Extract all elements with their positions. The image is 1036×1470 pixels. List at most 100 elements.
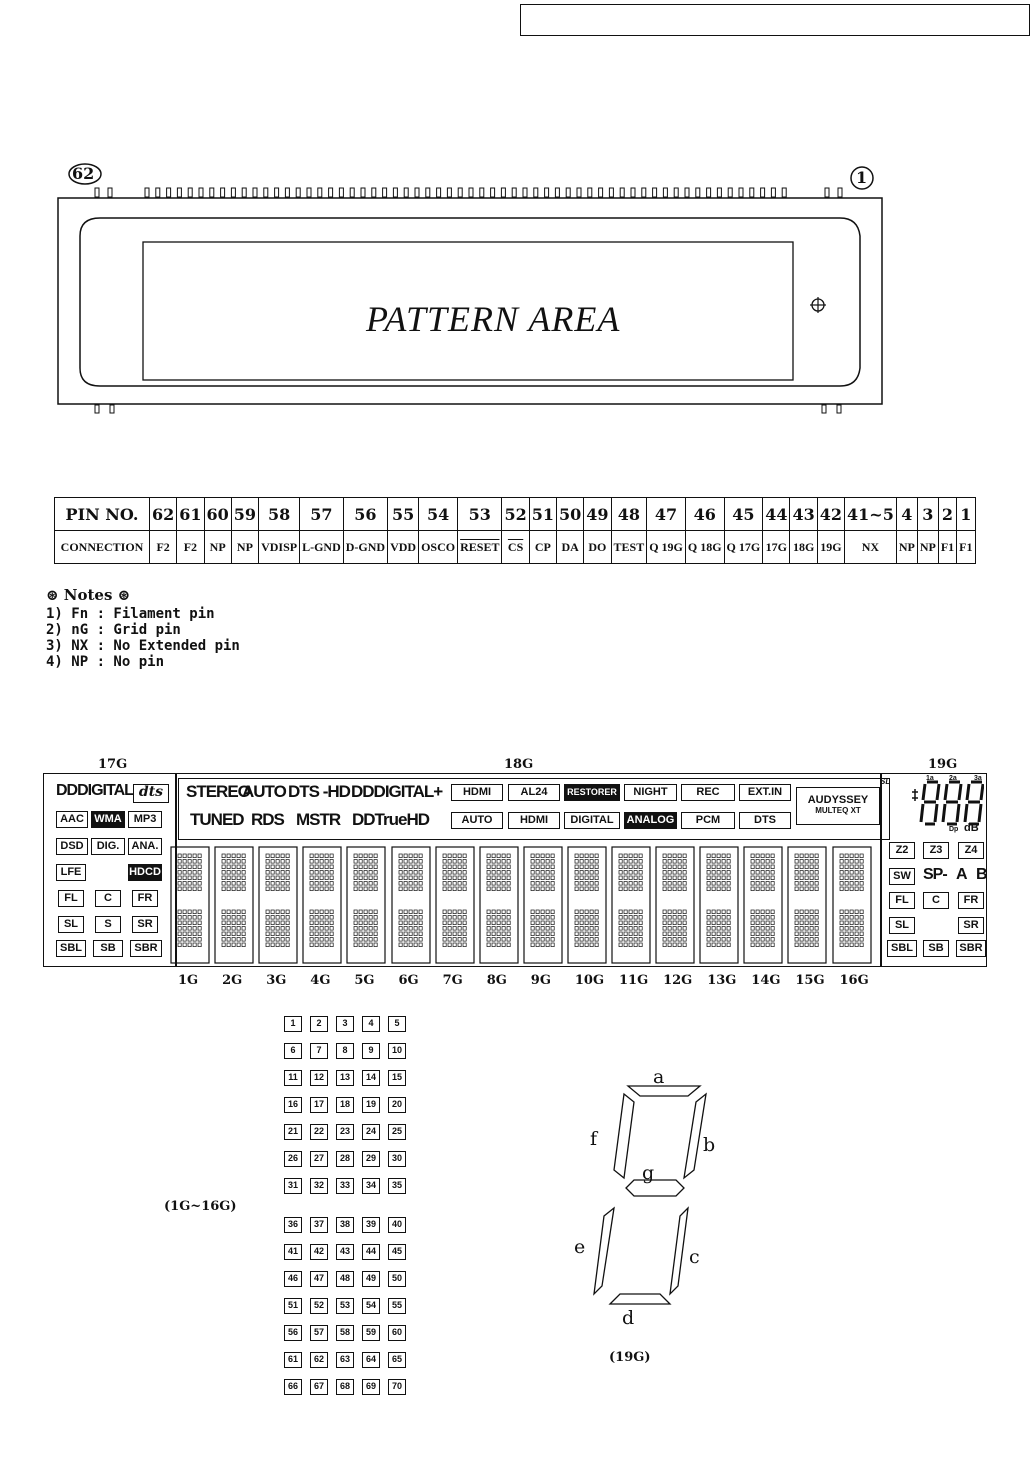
mstr-indicator: MSTR <box>296 810 341 829</box>
ext-in-indicator: EXT.IN <box>739 784 791 801</box>
dot-matrix-grid <box>831 846 872 964</box>
pin-number-cell: 59 <box>230 497 260 531</box>
digital-input-indicator: DIGITAL <box>564 812 620 829</box>
grid-legend-cell: 29 <box>362 1151 380 1167</box>
pin <box>706 187 712 198</box>
pin-connection-cell: D-GND <box>342 530 389 564</box>
dp-label: Dp <box>949 826 959 833</box>
mp3-indicator: MP3 <box>128 811 162 828</box>
segment-g <box>625 1179 685 1197</box>
segment-g-label: g <box>642 1162 655 1184</box>
grid-legend-cell: 63 <box>336 1352 354 1368</box>
grid-label-5g: 5G <box>354 973 375 988</box>
digit-1a-label: 1a <box>926 775 934 782</box>
segment-b-label: b <box>703 1134 716 1156</box>
multeq-label: MULTEQ XT <box>815 806 861 815</box>
dig-indicator: DIG. <box>91 838 125 855</box>
pin-number-cell: 43 <box>789 497 818 531</box>
pin <box>738 187 744 198</box>
hdcd-indicator: HDCD <box>128 864 162 881</box>
grid-legend-cell: 25 <box>388 1124 406 1140</box>
grid-legend-cell: 52 <box>310 1298 328 1314</box>
grid-label-13g: 13G <box>707 973 737 988</box>
pin-number-cell: 2 <box>937 497 958 531</box>
grid-label-8g: 8G <box>486 973 507 988</box>
night-indicator: NIGHT <box>624 784 677 801</box>
pin <box>392 187 398 198</box>
grid-label-10g: 10G <box>574 973 605 988</box>
pin-connection-cell: NP <box>203 530 232 564</box>
dot-matrix-grid <box>258 846 298 964</box>
pin-connection-cell: F1 <box>956 530 976 564</box>
sbr-indicator: SBR <box>130 940 162 957</box>
dot-matrix-grid <box>170 846 210 964</box>
grid-legend-cell: 38 <box>336 1217 354 1233</box>
pin-number-cell: 44 <box>762 497 791 531</box>
pin <box>490 187 496 198</box>
sl-indicator: SL <box>58 916 84 933</box>
notes: ⊛ Notes ⊛ 1) Fn : Filament pin 2) nG : G… <box>46 587 240 670</box>
grid-legend-cell: 40 <box>388 1217 406 1233</box>
grid-legend-cell: 8 <box>336 1043 354 1059</box>
pin <box>317 187 323 198</box>
pin <box>230 187 236 198</box>
grid-legend-cell: 65 <box>388 1352 406 1368</box>
segment-a <box>626 1085 702 1097</box>
pin-number-cell: 51 <box>528 497 557 531</box>
pin <box>522 187 528 198</box>
dolby-truehd-indicator: DDTrueHD <box>352 810 430 829</box>
dolby-digital-indicator: DDDIGITAL <box>56 782 134 799</box>
segment-c <box>669 1206 689 1296</box>
fl-indicator: FL <box>58 890 84 907</box>
sl-19g-indicator: SL <box>889 917 915 934</box>
restorer-indicator: RESTORER <box>564 784 620 801</box>
grid-legend-cell: 48 <box>336 1271 354 1287</box>
grid-legend-cell: 26 <box>284 1151 302 1167</box>
sl-mark: SL <box>880 777 891 786</box>
pin <box>295 187 301 198</box>
pin <box>598 187 604 198</box>
grid-label-4g: 4G <box>310 973 331 988</box>
grid-legend-cell: 13 <box>336 1070 354 1086</box>
pin <box>436 187 442 198</box>
sbl-19g-indicator: SBL <box>887 940 917 957</box>
pin <box>274 187 280 198</box>
rec-indicator: REC <box>681 784 735 801</box>
grid-legend-cell: 56 <box>284 1325 302 1341</box>
grid-label-6g: 6G <box>398 973 419 988</box>
pin <box>198 187 204 198</box>
grid-legend-cell: 18 <box>336 1097 354 1113</box>
note-item: 1) Fn : Filament pin <box>46 606 215 622</box>
pin-connection-cell: NP <box>230 530 260 564</box>
pin-connection-cell: 19G <box>816 530 846 564</box>
dot-matrix-grid <box>567 846 607 964</box>
db-label: dB <box>964 822 979 834</box>
pin <box>662 187 668 198</box>
pin <box>414 187 420 198</box>
grid-legend-cell: 61 <box>284 1352 302 1368</box>
segment-e-label: e <box>574 1236 586 1258</box>
grid-label-12g: 12G <box>663 973 693 988</box>
pattern-area-label: PATTERN AREA <box>366 299 621 339</box>
pin-number-cell: 54 <box>418 497 459 531</box>
note-item: 2) nG : Grid pin <box>46 622 181 638</box>
pin-connection-cell: L-GND <box>299 530 344 564</box>
pin <box>457 187 463 198</box>
pin <box>824 187 830 198</box>
stereo-indicator: STEREO <box>186 782 251 801</box>
digit-2a-label: 2a <box>949 775 957 782</box>
pin-62-label: 62 <box>72 164 95 183</box>
pin-number-cell: 53 <box>457 497 503 531</box>
grid-legend-label: (1G~16G) <box>164 1199 237 1214</box>
grid-legend-cell: 20 <box>388 1097 406 1113</box>
pin <box>403 187 409 198</box>
grid-legend-cell: 4 <box>362 1016 380 1032</box>
dot-matrix-grid <box>390 846 431 964</box>
pin-connection-cell: F2 <box>176 530 205 564</box>
grid-legend-cell: 41 <box>284 1244 302 1260</box>
pin <box>107 187 113 198</box>
notes-title: ⊛ Notes ⊛ <box>46 586 131 604</box>
grid-legend-cell: 44 <box>362 1244 380 1260</box>
hdmi-input-indicator: HDMI <box>508 812 560 829</box>
